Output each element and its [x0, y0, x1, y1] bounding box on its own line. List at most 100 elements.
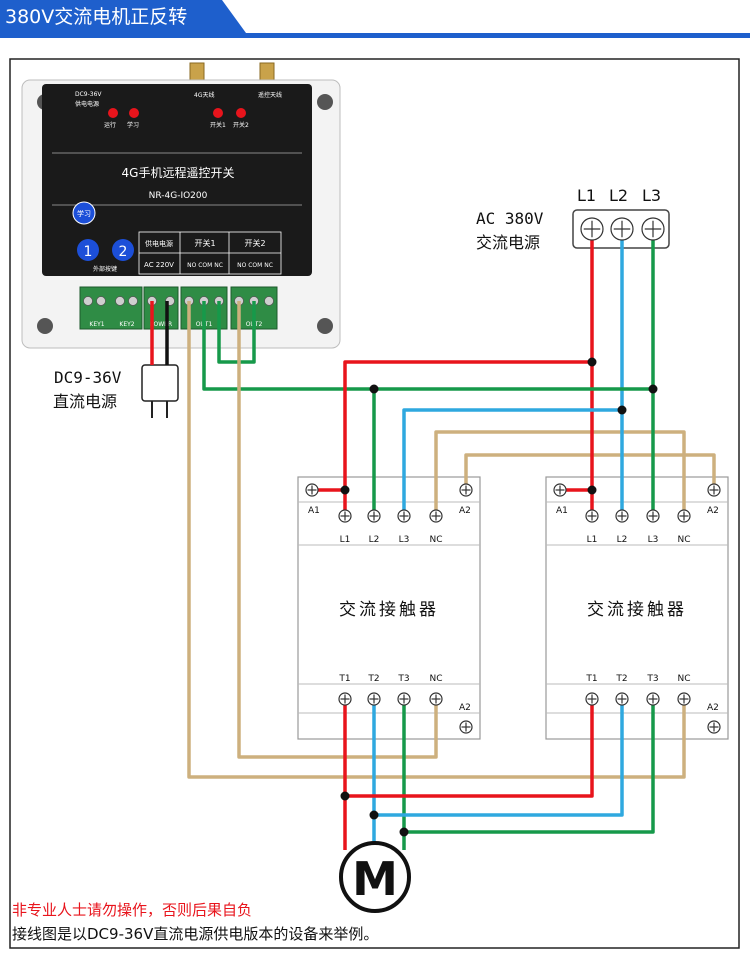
contactor-top-screw-icon	[585, 509, 599, 523]
contactor-1-t3: T3	[397, 674, 409, 684]
contactor-a2-bottom-screw-icon	[459, 720, 473, 734]
contactor-1-title: 交流接触器	[339, 600, 439, 620]
contactor-top-screw-icon	[338, 509, 352, 523]
spec-sw1-value: NO COM NC	[187, 262, 223, 269]
wire-red-t1-2	[345, 699, 594, 798]
controller-panel	[42, 84, 312, 276]
contactor-1-a2-bottom: A2	[459, 703, 471, 713]
led-sw1-label: 开关1	[210, 121, 226, 129]
contactor-1-a1: A1	[308, 506, 320, 516]
learn-button[interactable]	[72, 201, 96, 225]
ac-l2-label: L2	[609, 186, 628, 205]
led-learn	[129, 108, 139, 118]
contactor-a2-bottom-screw-icon	[707, 720, 721, 734]
terminal-block-power	[143, 286, 179, 330]
contactor-bottom-screw-icon	[397, 692, 411, 706]
contactor-top-screw-icon	[615, 509, 629, 523]
panel-power-sublabel: 供电电源	[75, 100, 99, 108]
controller-title: 4G手机远程遥控开关	[122, 165, 235, 180]
terminal-block-keys	[79, 286, 143, 330]
contactor-1-l3: L3	[399, 535, 410, 545]
ac-voltage-label: AC 380V	[476, 209, 544, 228]
contactor-2	[545, 476, 729, 740]
ac-terminal-screw-icon	[580, 217, 604, 241]
motor-symbol: M	[352, 852, 398, 906]
ac-terminal-screw-icon	[610, 217, 634, 241]
dc-voltage-label: DC9-36V	[54, 368, 122, 387]
ac-power-supply: L1 L2 L3 AC 380V 交流电源	[476, 186, 670, 252]
contactor-2-a1: A1	[556, 506, 568, 516]
mount-hole	[37, 318, 53, 334]
led-learn-label: 学习	[127, 121, 139, 129]
spec-power-header: 供电电源	[145, 239, 173, 248]
key1-button-label: 1	[84, 244, 93, 260]
wire-tan-out2	[237, 301, 438, 759]
led-sw2-label: 开关2	[233, 121, 249, 129]
contactor-1	[297, 476, 481, 740]
led-run-label: 运行	[104, 121, 116, 129]
contactor-2-t3: T3	[646, 674, 658, 684]
contactor-top-screw-icon	[646, 509, 660, 523]
wire-tan-interlock-2	[464, 453, 716, 490]
contactor-a1-screw-icon	[305, 483, 319, 497]
contactor-2-l3: L3	[648, 535, 659, 545]
led-run	[108, 108, 118, 118]
contactor-bottom-screw-icon	[338, 692, 352, 706]
motor-icon	[339, 841, 411, 913]
dc-plug-icon	[141, 364, 179, 402]
terminal-key1-label: KEY1	[89, 321, 104, 328]
warning-text: 非专业人士请勿操作，否则后果自负	[12, 901, 252, 919]
contactor-1-t2: T2	[367, 674, 379, 684]
wire-green-t3-2	[404, 699, 655, 834]
wire-blue-l2-branch	[402, 408, 622, 516]
terminal-key2-label: KEY2	[119, 321, 134, 328]
contactor-2-a2-top: A2	[707, 506, 719, 516]
dc-power-supply: DC9-36V 直流电源	[53, 364, 179, 418]
contactor-1-nc-bottom: NC	[429, 674, 442, 684]
contactor-2-a2-bottom: A2	[707, 703, 719, 713]
contactor-bottom-screw-icon	[429, 692, 443, 706]
header-banner: 380V交流电机正反转	[0, 0, 750, 38]
key2-button[interactable]	[112, 239, 134, 261]
mount-hole	[317, 94, 333, 110]
contactor-1-l2: L2	[369, 535, 380, 545]
contactor-2-l2: L2	[617, 535, 628, 545]
led-sw1	[213, 108, 223, 118]
contactor-2-nc-bottom: NC	[677, 674, 690, 684]
contactor-top-screw-icon	[677, 509, 691, 523]
spec-sw2-header: 开关2	[244, 238, 265, 248]
contactor-bottom-screw-icon	[646, 692, 660, 706]
key1-button[interactable]	[77, 239, 99, 261]
contactor-a2-screw-icon	[459, 483, 473, 497]
panel-antenna-4g-label: 4G天线	[194, 91, 214, 99]
wire-blue-t2-2	[374, 699, 624, 817]
contactor-1-l1: L1	[340, 535, 351, 545]
diagram-frame	[9, 58, 740, 949]
panel-antenna-remote-label: 遥控天线	[258, 91, 282, 99]
contactor-2-t1: T1	[585, 674, 597, 684]
contactor-2-nc-top: NC	[677, 535, 690, 545]
key2-button-label: 2	[119, 244, 128, 260]
contactor-2-title: 交流接触器	[587, 600, 687, 620]
contactor-bottom-screw-icon	[585, 692, 599, 706]
learn-button-label: 学习	[77, 209, 91, 218]
contactor-top-screw-icon	[429, 509, 443, 523]
ext-buttons-label: 外部按键	[93, 265, 117, 273]
wire-red-l1-branch	[343, 360, 592, 516]
contactor-2-l1: L1	[587, 535, 598, 545]
contactor-1-t1: T1	[338, 674, 350, 684]
led-sw2	[236, 108, 246, 118]
note-text: 接线图是以DC9-36V直流电源供电版本的设备来举例。	[12, 925, 378, 943]
wire-tan-out1	[187, 301, 686, 779]
controller-model: NR-4G-IO200	[149, 191, 208, 201]
contactor-top-screw-icon	[397, 509, 411, 523]
wire-tan-interlock-1	[434, 430, 686, 516]
junction-dots	[340, 357, 658, 837]
panel-power-label: DC9-36V	[75, 91, 102, 98]
contactor-top-screw-icon	[367, 509, 381, 523]
ac-l3-label: L3	[642, 186, 661, 205]
contactor-bottom-screw-icon	[367, 692, 381, 706]
wires	[150, 229, 716, 850]
wire-green-com	[202, 301, 376, 516]
